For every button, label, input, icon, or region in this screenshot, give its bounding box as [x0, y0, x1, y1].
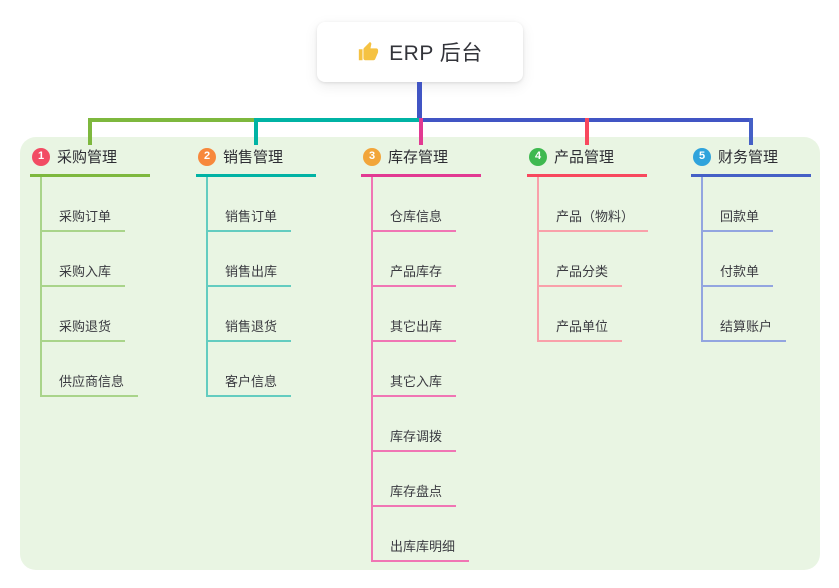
child-node-label: 客户信息: [225, 374, 278, 390]
child-node-label: 其它入库: [390, 374, 443, 390]
child-node[interactable]: 产品单位: [539, 287, 623, 342]
child-node-label: 供应商信息: [59, 374, 125, 390]
child-node-label: 出库库明细: [390, 539, 456, 555]
branch-label: 采购管理: [57, 149, 118, 166]
child-node[interactable]: 销售订单: [208, 177, 292, 232]
child-node-label: 产品（物料）: [556, 209, 635, 225]
branch-node[interactable]: 5 财务管理: [691, 144, 811, 177]
child-node-label: 销售退货: [225, 319, 278, 335]
child-node[interactable]: 供应商信息: [42, 342, 139, 397]
child-node[interactable]: 付款单: [703, 232, 774, 287]
branch: 4 产品管理 产品（物料） 产品分类 产品单位: [527, 144, 649, 342]
child-node-label: 产品库存: [390, 264, 443, 280]
root-label: ERP 后台: [389, 42, 483, 65]
connector-bus-segment: [254, 118, 419, 122]
branch-children: 产品（物料） 产品分类 产品单位: [537, 177, 649, 342]
branch-label: 销售管理: [223, 149, 284, 166]
child-node[interactable]: 出库库明细: [373, 507, 470, 562]
branch-number-badge: 1: [32, 147, 50, 166]
child-node-label: 采购订单: [59, 209, 112, 225]
branch: 1 采购管理 采购订单 采购入库 采购退货 供应商信息: [30, 144, 150, 397]
child-node-label: 库存调拨: [390, 429, 443, 445]
branch-number-badge: 5: [693, 147, 711, 166]
child-node[interactable]: 仓库信息: [373, 177, 457, 232]
child-node-label: 库存盘点: [390, 484, 443, 500]
connector-bus-segment: [88, 118, 258, 122]
child-node[interactable]: 采购退货: [42, 287, 126, 342]
root-node[interactable]: ERP 后台: [317, 22, 523, 82]
child-node-label: 产品分类: [556, 264, 609, 280]
child-node-label: 其它出库: [390, 319, 443, 335]
child-node-label: 销售出库: [225, 264, 278, 280]
branch-children: 销售订单 销售出库 销售退货 客户信息: [206, 177, 316, 397]
branch-children: 回款单 付款单 结算账户: [701, 177, 811, 342]
connector-drop: [88, 118, 92, 145]
child-node-label: 付款单: [720, 264, 760, 280]
child-node-label: 回款单: [720, 209, 760, 225]
child-node[interactable]: 产品库存: [373, 232, 457, 287]
branch: 2 销售管理 销售订单 销售出库 销售退货 客户信息: [196, 144, 316, 397]
child-node[interactable]: 库存调拨: [373, 397, 457, 452]
branch-number-badge: 2: [198, 147, 216, 166]
branch-node[interactable]: 4 产品管理: [527, 144, 647, 177]
child-node[interactable]: 产品分类: [539, 232, 623, 287]
connector-drop: [585, 118, 589, 145]
connector-drop: [254, 118, 258, 145]
branch-number-badge: 3: [363, 147, 381, 166]
branch-label: 库存管理: [388, 149, 449, 166]
child-node[interactable]: 回款单: [703, 177, 774, 232]
child-node[interactable]: 采购订单: [42, 177, 126, 232]
branches-background-panel: [20, 137, 820, 570]
root-connector-stem: [417, 82, 422, 120]
connector-drop: [419, 118, 423, 145]
child-node-label: 结算账户: [720, 319, 773, 335]
child-node-label: 仓库信息: [390, 209, 443, 225]
branch-children: 采购订单 采购入库 采购退货 供应商信息: [40, 177, 150, 397]
branch-node[interactable]: 2 销售管理: [196, 144, 316, 177]
child-node[interactable]: 其它出库: [373, 287, 457, 342]
child-node[interactable]: 客户信息: [208, 342, 292, 397]
child-node[interactable]: 其它入库: [373, 342, 457, 397]
branch-children: 仓库信息 产品库存 其它出库 其它入库 库存调拨 库存盘点 出库库明细: [371, 177, 481, 562]
child-node-label: 产品单位: [556, 319, 609, 335]
branch-number-badge: 4: [529, 147, 547, 166]
child-node-label: 采购退货: [59, 319, 112, 335]
thumbs-up-path: [359, 41, 379, 61]
branch-label: 产品管理: [554, 149, 615, 166]
child-node[interactable]: 产品（物料）: [539, 177, 649, 232]
branch: 3 库存管理 仓库信息 产品库存 其它出库 其它入库 库存调拨 库存盘点 出库库…: [361, 144, 481, 562]
connector-drop: [749, 118, 753, 145]
branch-node[interactable]: 3 库存管理: [361, 144, 481, 177]
child-node[interactable]: 采购入库: [42, 232, 126, 287]
branch-label: 财务管理: [718, 149, 779, 166]
branch-node[interactable]: 1 采购管理: [30, 144, 150, 177]
branch: 5 财务管理 回款单 付款单 结算账户: [691, 144, 811, 342]
child-node[interactable]: 库存盘点: [373, 452, 457, 507]
child-node[interactable]: 销售退货: [208, 287, 292, 342]
child-node[interactable]: 结算账户: [703, 287, 787, 342]
child-node-label: 销售订单: [225, 209, 278, 225]
child-node-label: 采购入库: [59, 264, 112, 280]
thumbs-up-icon: [357, 41, 379, 63]
child-node[interactable]: 销售出库: [208, 232, 292, 287]
